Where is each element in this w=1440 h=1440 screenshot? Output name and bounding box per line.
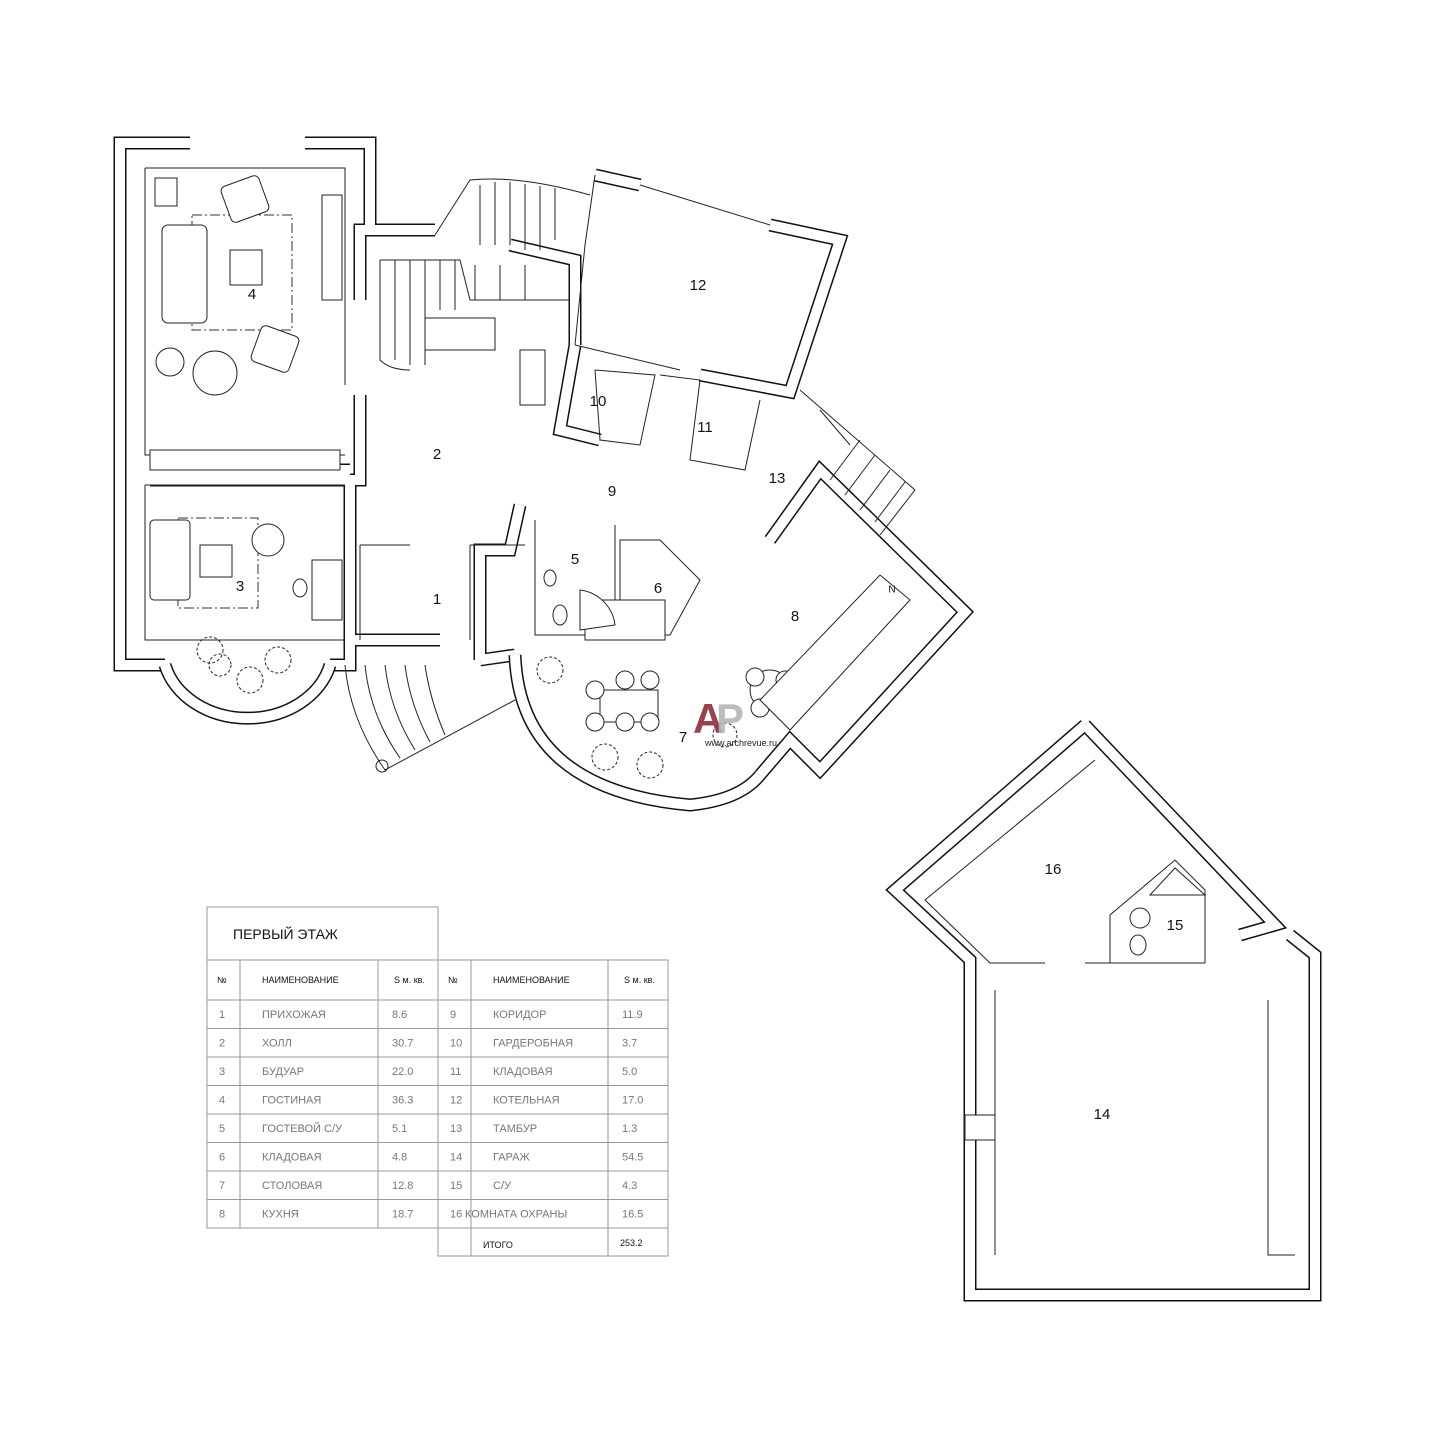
plants: [196, 636, 738, 779]
table-cell-name: КЛАДОВАЯ: [493, 1066, 553, 1078]
fridge-mark: N: [888, 585, 895, 596]
table-cell-name: ГОСТЕВОЙ С/У: [262, 1122, 343, 1135]
table-cell-area: 18.7: [392, 1209, 413, 1221]
room-label-2: 2: [433, 446, 441, 463]
table-cell-num: 8: [219, 1209, 225, 1221]
room-label-1: 1: [433, 591, 441, 608]
svg-text:A: A: [693, 695, 723, 742]
table-cell-name: КУХНЯ: [262, 1209, 299, 1221]
room-label-11: 11: [697, 419, 713, 436]
table-cell-num: 11: [450, 1066, 461, 1078]
table-header-num: №: [448, 975, 458, 985]
table-header-area: S м. кв.: [394, 975, 425, 985]
table-cell-name: КЛАДОВАЯ: [262, 1152, 322, 1164]
table-cell-name: СТОЛОВАЯ: [262, 1180, 322, 1192]
table-cell-num: 16: [450, 1209, 462, 1221]
room-label-10: 10: [590, 393, 607, 410]
main-house-walls: [113, 136, 975, 812]
table-title: ПЕРВЫЙ ЭТАЖ: [233, 925, 338, 942]
table-cell-num: 12: [450, 1095, 462, 1107]
table-cell-name: БУДУАР: [262, 1066, 304, 1078]
table-cell-area: 12.8: [392, 1180, 413, 1192]
table-cell-area: 1.3: [622, 1123, 637, 1135]
room-label-15: 15: [1167, 917, 1184, 934]
table-cell-name: ГАРДЕРОБНАЯ: [493, 1038, 573, 1050]
table-cell-area: 8.6: [392, 1009, 407, 1021]
table-cell-area: 36.3: [392, 1095, 413, 1107]
room-label-9: 9: [608, 483, 616, 500]
table-cell-num: 9: [450, 1009, 456, 1021]
table-cell-num: 4: [219, 1095, 225, 1107]
table-cell-num: 14: [450, 1152, 462, 1164]
svg-text:www.archrevue.ru: www.archrevue.ru: [704, 738, 777, 748]
table-cell-num: 2: [219, 1038, 225, 1050]
table-header-area: S м. кв.: [624, 975, 655, 985]
table-cell-name: КОРИДОР: [493, 1009, 546, 1021]
table-cell-name: ТАМБУР: [493, 1123, 537, 1135]
table-cell-name: С/У: [493, 1180, 512, 1192]
room-label-5: 5: [571, 551, 579, 568]
table-cell-num: 3: [219, 1066, 225, 1078]
room-label-12: 12: [690, 277, 707, 294]
room-area-table: ПЕРВЫЙ ЭТАЖ № НАИМЕНОВАНИЕ S м. кв. 1 ПРИХОЖ…: [206, 906, 669, 1257]
room-label-4: 4: [248, 286, 256, 303]
table-cell-area: 54.5: [622, 1152, 643, 1164]
table-header-name: НАИМЕНОВАНИЕ: [493, 975, 570, 985]
table-grid-line: [470, 960, 609, 1256]
table-cell-area: 3.7: [622, 1038, 637, 1050]
table-cell-name: ПРИХОЖАЯ: [262, 1009, 326, 1021]
room-label-3: 3: [236, 578, 244, 595]
table-cell-num: 1: [219, 1009, 225, 1021]
room-label-8: 8: [791, 608, 799, 625]
table-cell-area: 22.0: [392, 1066, 413, 1078]
table-cell-name: КОМНАТА ОХРАНЫ: [465, 1209, 567, 1221]
watermark-logo: A P www.archrevue.ru: [693, 695, 777, 748]
table-grid-line: [239, 960, 379, 1228]
table-cell-name: ГОСТИНАЯ: [262, 1095, 321, 1107]
table-cell-area: 30.7: [392, 1038, 413, 1050]
room-label-13: 13: [769, 470, 786, 487]
furniture: N: [149, 175, 1207, 956]
table-header-name: НАИМЕНОВАНИЕ: [262, 975, 339, 985]
table-cell-num: 7: [219, 1180, 225, 1192]
table-header-num: №: [217, 975, 227, 985]
garage-walls: [885, 720, 1322, 1302]
table-total-label: ИТОГО: [483, 1240, 513, 1250]
table-cell-area: 4.3: [622, 1180, 637, 1192]
room-label-6: 6: [654, 580, 662, 597]
table-cell-name: ХОЛЛ: [262, 1038, 292, 1050]
svg-text:P: P: [716, 695, 744, 742]
table-cell-name: ГАРАЖ: [493, 1152, 530, 1164]
room-label-7: 7: [679, 729, 687, 746]
table-cell-area: 5.0: [622, 1066, 637, 1078]
table-cell-num: 5: [219, 1123, 225, 1135]
table-cell-num: 15: [450, 1180, 462, 1192]
table-cell-area: 17.0: [622, 1095, 643, 1107]
table-cell-name: КОТЕЛЬНАЯ: [493, 1095, 560, 1107]
room-label-16: 16: [1045, 861, 1062, 878]
table-cell-area: 16.5: [622, 1209, 643, 1221]
table-cell-num: 13: [450, 1123, 462, 1135]
table-cell-area: 5.1: [392, 1123, 407, 1135]
room-label-14: 14: [1094, 1106, 1111, 1123]
room-labels: 1 2 3 4 5 6 7 8 9 10 11 12 13 14 15 16: [236, 277, 1184, 1123]
table-cell-area: 11.9: [622, 1009, 643, 1021]
table-cell-area: 4.8: [392, 1152, 407, 1164]
table-total-value: 253.2: [620, 1238, 643, 1248]
table-cell-num: 6: [219, 1152, 225, 1164]
table-cell-num: 10: [450, 1038, 462, 1050]
